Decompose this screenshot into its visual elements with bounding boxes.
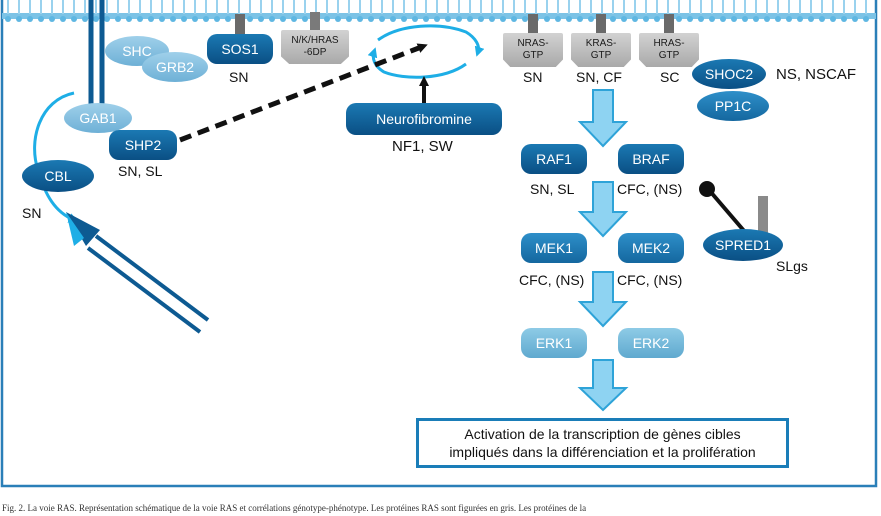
erk2-node: ERK2 <box>618 328 684 358</box>
shp2-phenotype: SN, SL <box>118 163 163 179</box>
result-line-1: Activation de la transcription de gènes … <box>464 426 741 442</box>
neurofibromine-phenotype: NF1, SW <box>392 138 453 155</box>
shp2-node: SHP2 <box>109 130 177 160</box>
cbl-phenotype: SN <box>22 205 42 221</box>
internalized-receptor <box>66 212 210 334</box>
mek2-phenotype: CFC, (NS) <box>617 272 683 288</box>
spred1-node: SPRED1 <box>703 229 783 261</box>
kras-gtp-node: KRAS- GTP <box>571 33 631 67</box>
shoc2-node: SHOC2 <box>692 59 766 89</box>
cascade-arrows <box>577 89 629 412</box>
neurofibromine-node: Neurofibromine <box>346 103 502 135</box>
sos1-phenotype: SN <box>229 69 249 85</box>
spred1-phenotype: SLgs <box>776 258 808 274</box>
result-line-2: impliqués dans la différenciation et la … <box>449 444 756 460</box>
braf-node: BRAF <box>618 144 684 174</box>
mek2-node: MEK2 <box>618 233 684 263</box>
nras-gtp-node: NRAS- GTP <box>503 33 563 67</box>
hras-gtp-node: HRAS- GTP <box>639 33 699 67</box>
gab1-node: GAB1 <box>64 103 132 133</box>
cell-membrane <box>2 0 876 22</box>
nras-phenotype: SN <box>523 69 543 85</box>
hras-phenotype: SC <box>660 69 680 85</box>
ras-cycle <box>367 24 485 79</box>
grb2-node: GRB2 <box>142 52 208 82</box>
figure-frame <box>0 0 878 488</box>
nkhras-gdp-node: N/K/HRAS -6DP <box>281 30 349 64</box>
cbl-node: CBL <box>22 160 94 192</box>
shoc2-phenotype: NS, NSCAF <box>776 66 857 83</box>
spred1-inhibition <box>699 181 747 234</box>
pp1c-node: PP1C <box>697 91 769 121</box>
erk1-node: ERK1 <box>521 328 587 358</box>
shp2-activation-arrow <box>179 43 428 143</box>
kras-phenotype: SN, CF <box>576 69 622 85</box>
membrane-anchors <box>235 12 768 238</box>
raf1-node: RAF1 <box>521 144 587 174</box>
mek1-phenotype: CFC, (NS) <box>519 272 585 288</box>
transcription-activation-box: Activation de la transcription de gènes … <box>416 418 789 468</box>
figure-caption: Fig. 2. La voie RAS. Représentation sché… <box>2 503 587 513</box>
receptor <box>88 0 105 118</box>
mek1-node: MEK1 <box>521 233 587 263</box>
sos1-node: SOS1 <box>207 34 273 64</box>
braf-phenotype: CFC, (NS) <box>617 181 683 197</box>
raf1-phenotype: SN, SL <box>530 181 575 197</box>
shc-node: SHC <box>105 36 169 66</box>
